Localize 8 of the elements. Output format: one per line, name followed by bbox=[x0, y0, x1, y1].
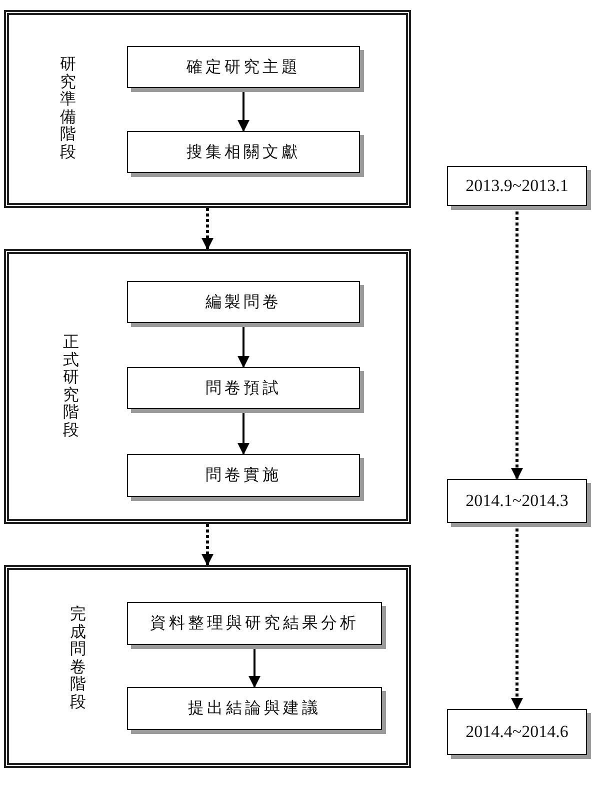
stage-panel bbox=[4, 249, 411, 524]
stage-panel bbox=[4, 565, 411, 768]
stage-label: 正式研究階段 bbox=[63, 333, 79, 439]
dotted-arrow bbox=[202, 524, 214, 566]
stage-label: 完成問卷階段 bbox=[70, 605, 86, 711]
stage-panel bbox=[4, 10, 411, 208]
stage-label: 研究準備階段 bbox=[60, 55, 76, 161]
dotted-arrow bbox=[202, 208, 214, 250]
